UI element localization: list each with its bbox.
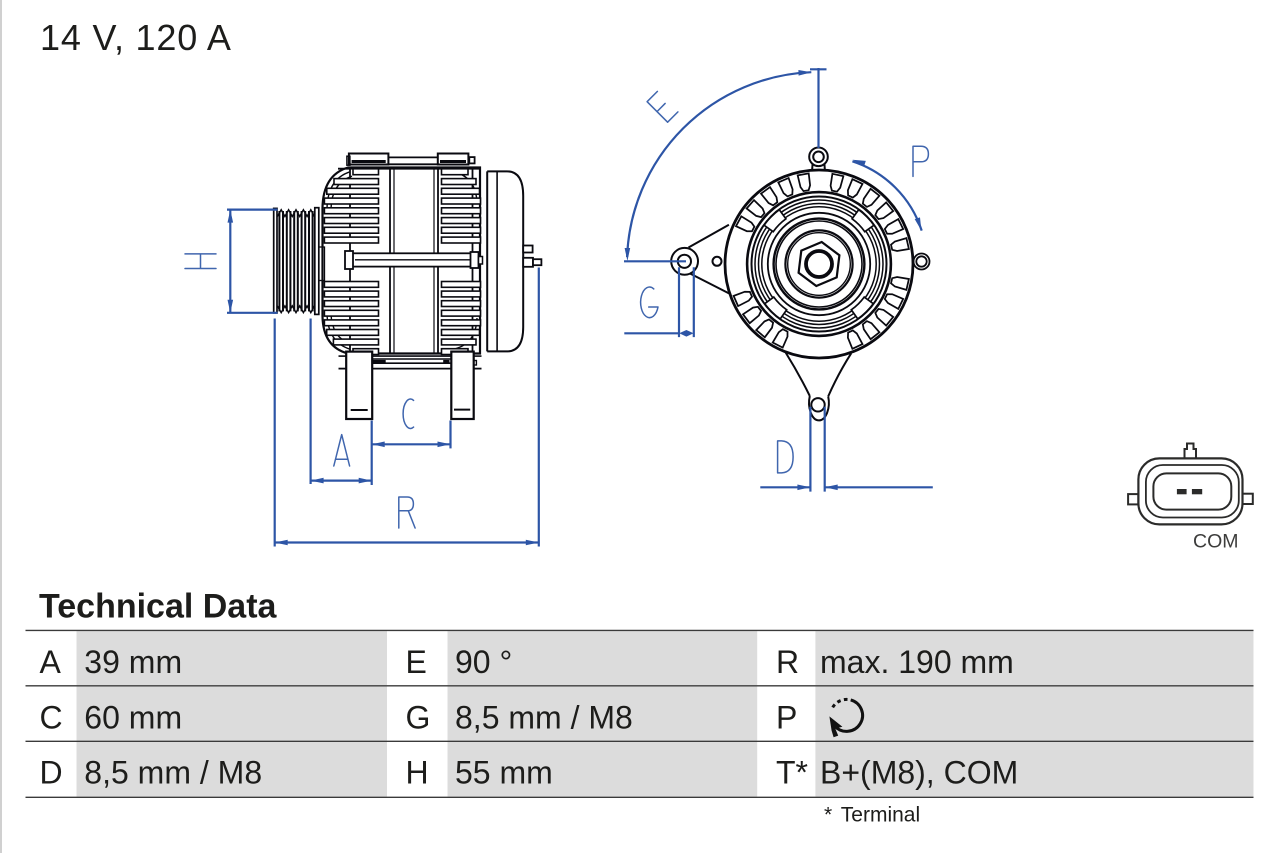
svg-text:E: E (406, 644, 427, 680)
svg-text:P: P (776, 699, 797, 735)
svg-text:D: D (40, 755, 63, 791)
svg-text:max. 190 mm: max. 190 mm (820, 644, 1014, 680)
svg-text:A: A (40, 644, 62, 680)
svg-text:R: R (776, 644, 799, 680)
svg-text:60 mm: 60 mm (84, 699, 182, 735)
svg-text:T*: T* (776, 755, 808, 791)
svg-text:Technical Data: Technical Data (39, 588, 278, 626)
svg-text:39 mm: 39 mm (84, 644, 182, 680)
svg-text:G: G (406, 699, 431, 735)
svg-text:B+(M8), COM: B+(M8), COM (820, 755, 1018, 791)
svg-text:14 V, 120 A: 14 V, 120 A (40, 17, 232, 58)
svg-text:55 mm: 55 mm (455, 755, 553, 791)
svg-text:C: C (40, 699, 63, 735)
svg-text:8,5 mm / M8: 8,5 mm / M8 (84, 755, 262, 791)
svg-text:H: H (406, 755, 429, 791)
svg-text:90 °: 90 ° (455, 644, 512, 680)
svg-text:*: * (824, 803, 832, 826)
svg-text:8,5 mm / M8: 8,5 mm / M8 (455, 699, 633, 735)
svg-text:COM: COM (1193, 531, 1239, 553)
svg-text:Terminal: Terminal (841, 803, 920, 826)
